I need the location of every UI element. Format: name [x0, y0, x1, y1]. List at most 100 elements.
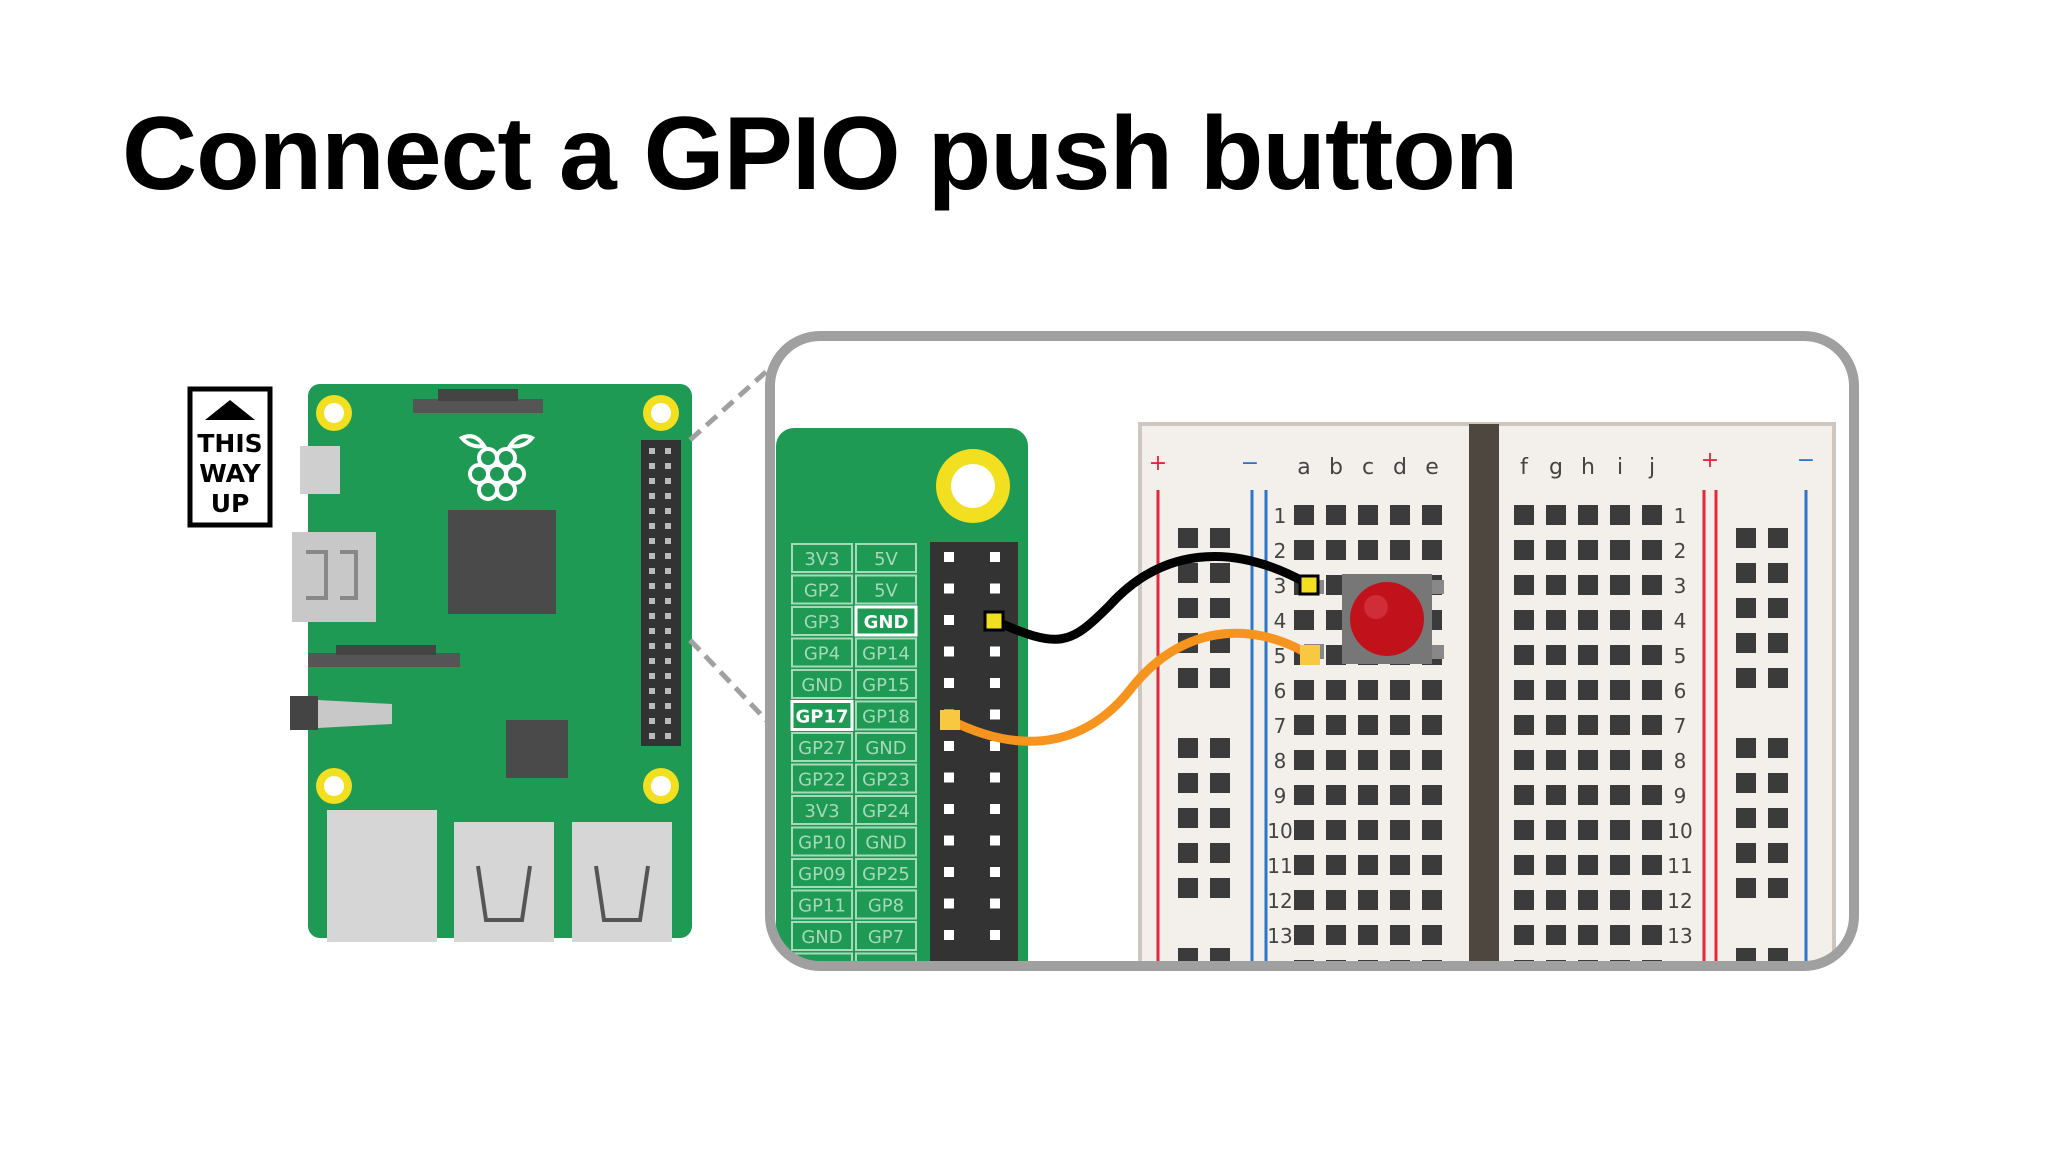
header-pin-dot [665, 508, 671, 514]
gpio-pin [944, 552, 954, 562]
breadboard-hole [1390, 715, 1410, 735]
breadboard-hole [1642, 645, 1662, 665]
breadboard-hole [1358, 890, 1378, 910]
row-label: 12 [1267, 889, 1292, 913]
breadboard-hole [1546, 715, 1566, 735]
gpio-pin [990, 552, 1000, 562]
header-pin-dot [649, 553, 655, 559]
breadboard-hole [1358, 540, 1378, 560]
pin-label-box [855, 637, 917, 668]
header-pin-dot [649, 673, 655, 679]
breadboard-hole [1294, 680, 1314, 700]
rail-hole [1768, 668, 1788, 688]
gpio-pin [944, 867, 954, 877]
breadboard-hole [1514, 645, 1534, 665]
breadboard-hole [1514, 715, 1534, 735]
breadboard-hole [1610, 715, 1630, 735]
breadboard-hole [1610, 645, 1630, 665]
row-label: 8 [1274, 749, 1287, 773]
gpio-pin [944, 930, 954, 940]
raspberry-pi-board [290, 384, 692, 942]
gpio-pin [990, 898, 1000, 909]
rail-hole [1736, 598, 1756, 618]
gpio-pin [944, 615, 954, 625]
pin-label: GP15 [862, 675, 910, 696]
breadboard-hole [1578, 820, 1598, 840]
pin-label: 5V [874, 581, 898, 602]
row-label: 7 [1674, 714, 1687, 738]
breadboard-hole [1390, 785, 1410, 805]
pin-label: GP11 [798, 896, 846, 917]
pin-label-box [791, 574, 853, 605]
rail-hole [1178, 843, 1198, 863]
gpio-header [930, 542, 1018, 966]
header-pin-dot [665, 628, 671, 634]
header-pin-dot [665, 448, 671, 454]
breadboard-hole [1610, 575, 1630, 595]
breadboard-hole [1578, 890, 1598, 910]
soc-chip [448, 510, 556, 614]
rail-hole [1736, 563, 1756, 583]
breadboard-hole [1642, 505, 1662, 525]
pin-label: GP3 [804, 612, 840, 633]
breadboard-hole [1514, 855, 1534, 875]
usb-port [454, 822, 554, 942]
breadboard-hole [1422, 890, 1442, 910]
raspberry-logo-icon [458, 434, 536, 501]
rail-plus-label: + [1149, 451, 1167, 476]
rail-hole [1768, 878, 1788, 898]
breadboard-hole [1294, 540, 1314, 560]
breadboard-hole [1610, 925, 1630, 945]
rail-hole [1736, 668, 1756, 688]
breadboard-hole [1294, 820, 1314, 840]
pin-label-box [791, 952, 853, 966]
row-label: 9 [1274, 784, 1287, 808]
row-label: 1 [1274, 504, 1287, 528]
breadboard-hole [1546, 750, 1566, 770]
breadboard-hole [1326, 890, 1346, 910]
breadboard-hole [1610, 820, 1630, 840]
breadboard-hole [1546, 785, 1566, 805]
header-pin-dot [665, 538, 671, 544]
header-pin-dot [665, 673, 671, 679]
rail-hole [1768, 843, 1788, 863]
header-pin-dot [665, 688, 671, 694]
breadboard-hole [1610, 890, 1630, 910]
breadboard-hole [1578, 610, 1598, 630]
hdmi-port [292, 532, 376, 622]
rail-hole [1736, 843, 1756, 863]
breadboard-hole [1514, 890, 1534, 910]
pin-label-box [854, 605, 918, 637]
breadboard-hole [1294, 855, 1314, 875]
breadboard-hole [1326, 715, 1346, 735]
rail-hole [1178, 528, 1198, 548]
breadboard-hole [1358, 925, 1378, 945]
column-label: h [1581, 455, 1595, 480]
rail-hole [1178, 878, 1198, 898]
header-pin-dot [649, 538, 655, 544]
gpio-pin [990, 583, 1000, 594]
pin-label: GND [801, 927, 842, 948]
black-wire [988, 552, 1313, 644]
breadboard-hole [1390, 750, 1410, 770]
pin-label: GP09 [798, 864, 846, 885]
breadboard-hole [1514, 680, 1534, 700]
breadboard-hole [1610, 855, 1630, 875]
breadboard-hole [1358, 820, 1378, 840]
breadboard-hole [1610, 785, 1630, 805]
rail-hole [1210, 668, 1230, 688]
column-label: f [1520, 455, 1529, 480]
breadboard-hole [1358, 715, 1378, 735]
breadboard-hole [1546, 890, 1566, 910]
breadboard-hole [1642, 855, 1662, 875]
breadboard-hole [1390, 925, 1410, 945]
gpio-pin [990, 646, 1000, 657]
pin-label: GP17 [795, 707, 848, 728]
breadboard-hole [1390, 820, 1410, 840]
pin-label-box [855, 574, 917, 605]
gpio-pin [944, 583, 954, 594]
pin-label: GP10 [798, 833, 846, 854]
breadboard-hole [1610, 750, 1630, 770]
breadboard-hole [1642, 715, 1662, 735]
breadboard-hole [1390, 505, 1410, 525]
